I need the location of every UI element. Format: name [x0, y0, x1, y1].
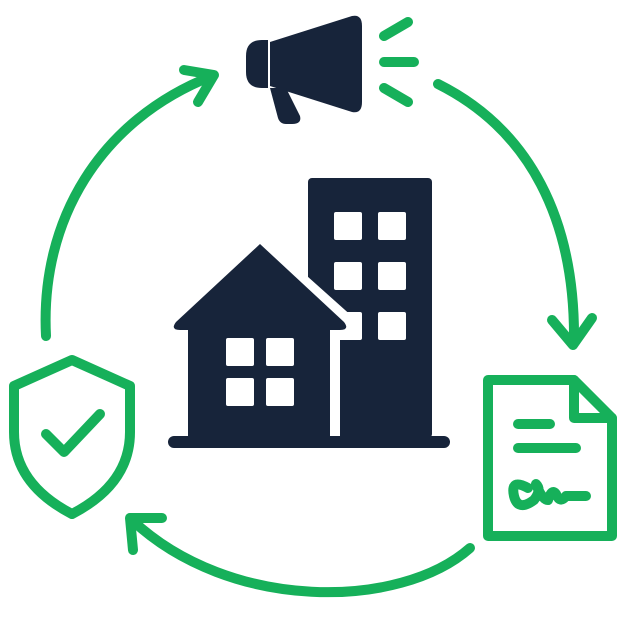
- arrow-arc-top-right: [433, 79, 580, 345]
- arrow-arc-top-left: [40, 71, 217, 341]
- arrow-head-top-left: [179, 65, 219, 107]
- signature: [508, 479, 591, 511]
- megaphone-back: [246, 40, 268, 88]
- document-outline: [483, 375, 617, 541]
- megaphone-icon: [246, 15, 419, 124]
- house-window: [266, 338, 294, 366]
- megaphone-handle: [270, 88, 301, 124]
- house-windows: [226, 338, 294, 406]
- cycle-arrows-icon: [40, 65, 597, 598]
- sound-line-top: [379, 17, 413, 41]
- sound-line-bottom: [379, 83, 413, 107]
- buildings-icon: [168, 178, 450, 448]
- tower-window: [378, 212, 406, 240]
- house-window: [226, 338, 254, 366]
- megaphone-horn: [270, 15, 362, 113]
- tower-windows: [334, 212, 406, 340]
- signed-document-icon: [483, 375, 617, 541]
- tower-window: [334, 212, 362, 240]
- ground-line: [168, 436, 450, 448]
- arrow-arc-bottom: [127, 515, 475, 598]
- tower-window: [334, 262, 362, 290]
- arrow-head-bottom: [125, 513, 167, 555]
- arrow-head-top-right: [547, 313, 597, 350]
- check-mark: [41, 409, 105, 457]
- tower-window: [378, 312, 406, 340]
- house-window: [226, 378, 254, 406]
- house-window: [266, 378, 294, 406]
- shield-outline: [9, 355, 135, 519]
- house: [173, 244, 347, 438]
- house-outline-gap: [260, 234, 354, 438]
- shield-check-icon: [9, 355, 135, 519]
- tower-window: [378, 262, 406, 290]
- document-fold: [569, 375, 617, 423]
